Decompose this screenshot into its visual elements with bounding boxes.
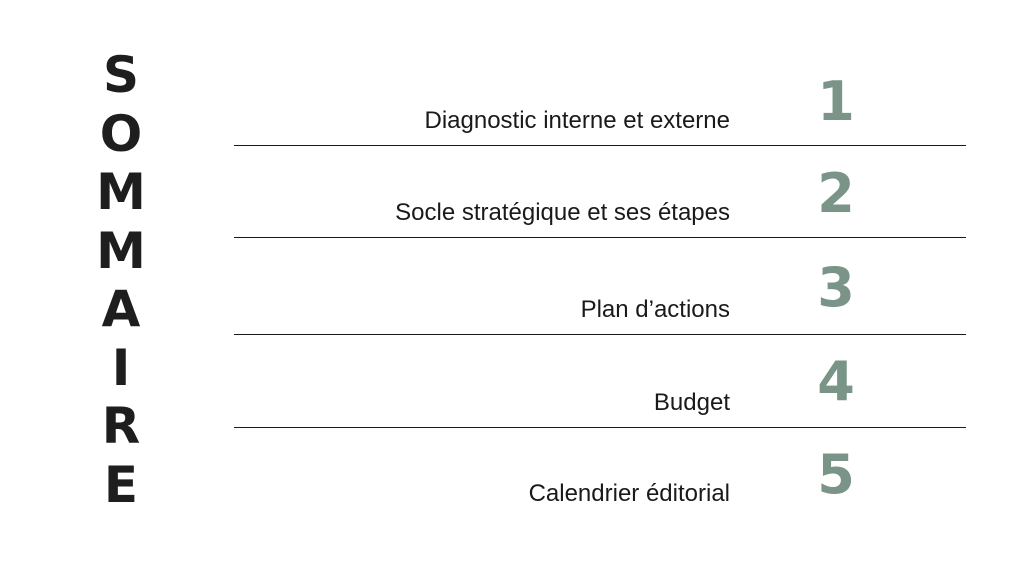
- title-letter: O: [99, 104, 143, 163]
- title-letter: I: [111, 338, 131, 397]
- toc-number: 3: [817, 256, 855, 319]
- page-title-vertical: S O M M A I R E: [90, 46, 152, 514]
- toc-label: Calendrier éditorial: [528, 480, 730, 507]
- divider-line: [234, 427, 966, 428]
- title-letter: M: [96, 163, 146, 221]
- title-letter: E: [103, 455, 139, 514]
- divider-line: [234, 237, 966, 238]
- title-letter: M: [96, 221, 146, 280]
- title-letter: A: [101, 280, 141, 338]
- title-letter: R: [101, 397, 141, 455]
- divider-line: [234, 334, 966, 335]
- toc-label: Budget: [653, 389, 730, 416]
- toc-number: 4: [817, 350, 855, 413]
- toc-label: Diagnostic interne et externe: [424, 107, 730, 134]
- title-letter: S: [102, 46, 139, 104]
- toc-number: 2: [817, 162, 855, 225]
- toc-number: 5: [817, 443, 855, 506]
- toc-number: 1: [817, 70, 855, 133]
- toc-label: Socle stratégique et ses étapes: [395, 199, 730, 226]
- toc-label: Plan d’actions: [580, 296, 730, 323]
- divider-line: [234, 145, 966, 146]
